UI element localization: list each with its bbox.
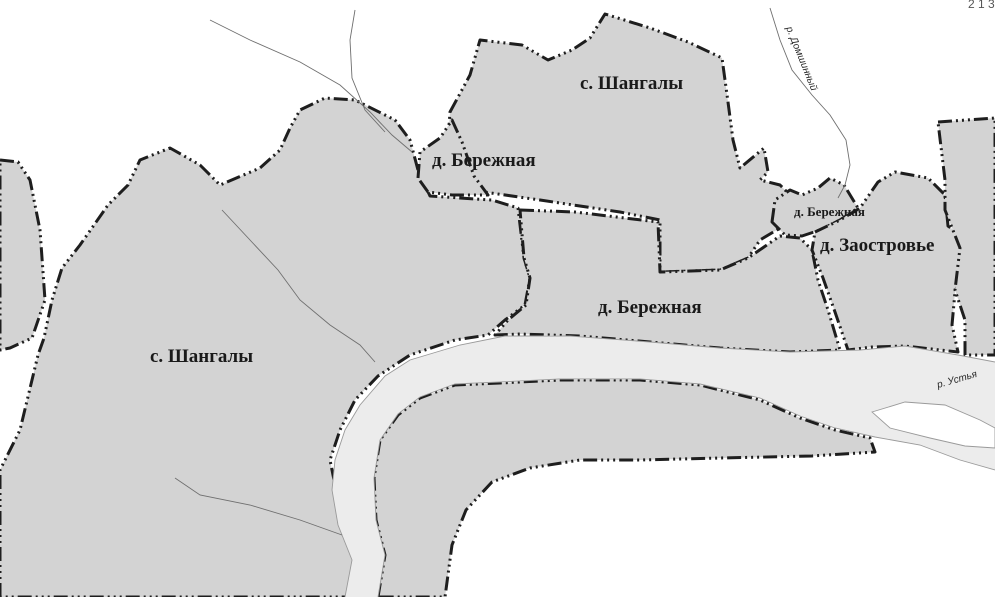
stream-southwest <box>174 477 343 536</box>
area-east-edge[interactable] <box>936 116 995 357</box>
label-zaostrovye: д. Заостровье <box>820 235 934 256</box>
river-island <box>871 401 995 449</box>
area-shangaly-west[interactable] <box>0 96 532 597</box>
corner-page-number: 2 1 3 <box>968 0 995 11</box>
label-shangaly-west: с. Шангалы <box>150 346 253 367</box>
stream-west-interior <box>221 209 376 363</box>
river-ustya <box>332 336 995 597</box>
label-berezhnaya-north: д. Бережная <box>432 150 536 171</box>
area-berezhnaya-center[interactable] <box>493 208 842 354</box>
river-ustya-south-bank <box>373 378 995 597</box>
label-shangaly-north: с. Шангалы <box>580 73 683 94</box>
river-ustya-north-bank <box>331 335 995 597</box>
area-berezhnaya-north[interactable] <box>416 118 490 197</box>
stream-northwest <box>209 19 413 153</box>
area-berezhnaya-small[interactable] <box>770 176 860 238</box>
label-berezhnaya-small: д. Бережная <box>794 204 865 219</box>
stream-north <box>349 9 386 133</box>
area-shangaly-north[interactable] <box>443 12 797 274</box>
stream-domshinny <box>769 7 851 199</box>
label-berezhnaya-center: д. Бережная <box>598 297 702 318</box>
area-west-strip[interactable] <box>0 158 47 352</box>
